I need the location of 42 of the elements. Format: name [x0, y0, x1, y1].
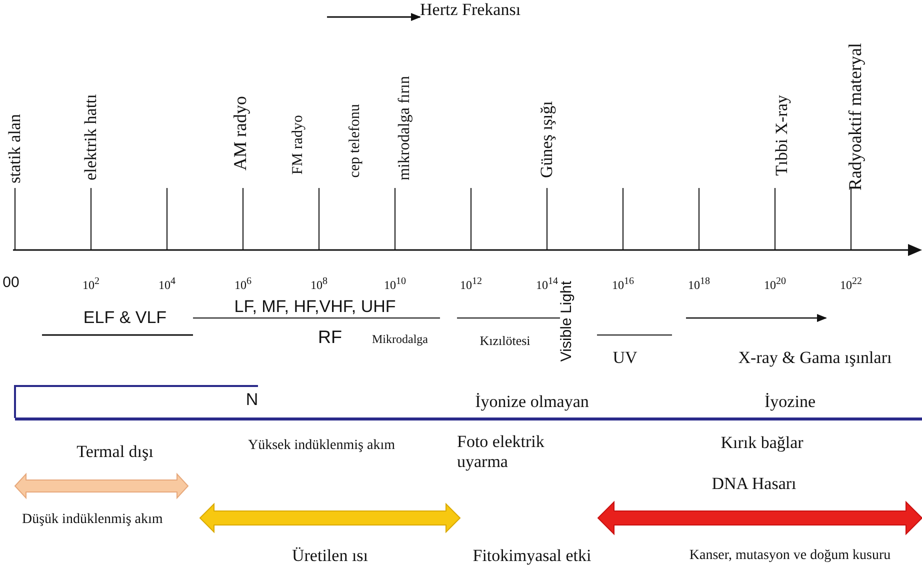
source-label: elektrik hattı	[81, 94, 101, 180]
effect-label: DNA Hasarı	[712, 474, 796, 494]
tick-label: 10$^{6}$	[234, 276, 252, 293]
tick-label: 10$^{22}$	[840, 276, 862, 293]
band-label: İyozine	[764, 392, 816, 412]
axis-title: Hertz Frekansı	[420, 0, 521, 20]
band-label: ELF & VLF	[83, 308, 167, 328]
effect-label: Yüksek indüklenmiş akım	[248, 438, 396, 454]
band-label: X-ray & Gama ışınları	[738, 348, 892, 368]
effect-label: Fitokimyasal etki	[472, 546, 592, 566]
tick-label: 10$^{18}$	[688, 276, 710, 293]
band-label: Mikrodalga	[372, 332, 428, 347]
tick-label: 10$^{4}$	[158, 276, 176, 293]
source-label: Tıbbi X-ray	[772, 95, 792, 176]
tick-label: 00	[2, 274, 20, 292]
tick-label: 10$^{12}$	[460, 276, 482, 293]
effect-label: Üretilen ısı	[292, 546, 368, 566]
band-label: LF, MF, HF,VHF, UHF	[234, 296, 396, 316]
effect-label: Düşük indüklenmiş akım	[22, 512, 164, 528]
source-label: cep telefonu	[347, 104, 364, 178]
tick-label: 10$^{10}$	[384, 276, 406, 293]
source-label: FM radyo	[290, 115, 307, 175]
tick-label: 10$^{16}$	[612, 276, 634, 293]
band-label: Visible Light	[558, 281, 576, 362]
band-label: RF	[318, 327, 342, 348]
band-label: UV	[612, 348, 638, 368]
effect-label: Termal dışı	[76, 442, 154, 462]
band-label: N	[246, 390, 258, 410]
tick-label: 10$^{14}$	[536, 276, 558, 293]
source-label: Radyoaktif materyal	[845, 42, 866, 190]
source-label: mikrodalga fırın	[396, 76, 414, 180]
effect-label: Kanser, mutasyon ve doğum kusuru	[689, 548, 891, 564]
tick-label: 10$^{20}$	[764, 276, 786, 293]
effect-label: Kırık bağlar	[720, 432, 804, 452]
band-label: İyonize olmayan	[475, 392, 589, 412]
tick-label: 10$^{2}$	[82, 276, 100, 293]
band-label: Kızılötesi	[480, 334, 530, 350]
source-label: Güneş ışığı	[537, 101, 557, 178]
source-label: statik alan	[5, 114, 25, 183]
effect-label: Foto elektrik uyarma	[457, 432, 546, 472]
source-label: AM radyo	[230, 96, 251, 170]
tick-label: 10$^{8}$	[310, 276, 328, 293]
